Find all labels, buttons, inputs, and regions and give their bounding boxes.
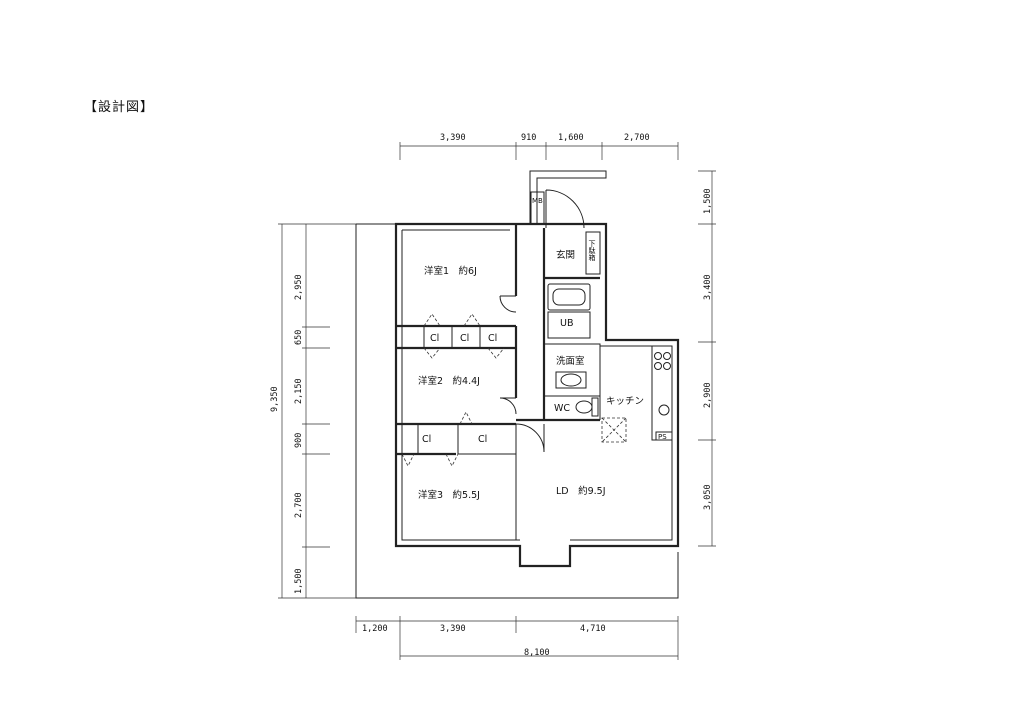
top-dimension: 3,390 910 1,600 2,700 [399,133,679,160]
dim-right-1: 1,500 [703,188,713,214]
mb-label: MB [532,197,543,205]
dim-right-2: 3,400 [703,274,713,300]
dim-right-3: 2,900 [703,382,713,408]
ub-area [547,311,591,339]
ps-label: PS [658,433,667,441]
bedroom2-door [499,397,517,415]
dim-bottom-1: 1,200 [362,624,388,634]
exterior-wall [394,222,680,568]
dim-left-total: 9,350 [270,386,280,412]
washbasin [555,371,587,389]
toilet [575,400,593,414]
room-ld: LD 約9.5J [556,485,606,497]
dim-left-2: 650 [294,330,304,345]
closet-door-marks [401,313,505,467]
dim-left-5: 2,700 [294,492,304,518]
bottom-dimension: 1,200 3,390 4,710 8,100 [355,616,679,660]
dim-bottom-3: 4,710 [580,624,606,634]
shoe-box-label: 下駄箱 [588,240,596,262]
room-bedroom3: 洋室3 約5.5J [418,489,480,501]
page-title: 【設計図】 [84,100,155,115]
room-bedroom2: 洋室2 約4.4J [418,375,480,387]
room-entrance: 玄関 [556,249,575,261]
right-dimension: 1,500 3,400 2,900 3,050 [698,170,716,547]
closet-5: Cl [478,434,487,445]
dim-top-1: 3,390 [440,133,466,143]
exterior-wall-inner [401,229,673,541]
entrance-door [545,189,585,229]
stove-icon [654,352,671,370]
dim-right-4: 3,050 [703,484,713,510]
room-kitchen: キッチン [606,396,644,407]
sink-icon [658,404,670,416]
bathtub [547,283,591,311]
dim-bottom-total: 8,100 [524,648,550,658]
balcony-outline [355,223,679,599]
closet-4: Cl [422,434,431,445]
kitchen-counter [651,345,673,441]
dim-bottom-2: 3,390 [440,624,466,634]
fridge-space [601,417,627,443]
dim-left-4: 900 [294,433,304,448]
closet-1: Cl [430,333,439,344]
room-washroom: 洗面室 [556,355,585,367]
room-wc: WC [554,403,570,414]
ld-door [515,423,545,453]
room-ub: UB [560,318,573,329]
shoe-box [585,231,601,275]
dim-top-3: 1,600 [558,133,584,143]
dim-left-1: 2,950 [294,274,304,300]
dim-top-4: 2,700 [624,133,650,143]
dim-top-2: 910 [521,133,536,143]
dim-left-6: 1,500 [294,568,304,594]
dim-left-3: 2,150 [294,378,304,404]
left-dimension: 9,350 2,950 650 2,150 900 2,700 1,500 [270,223,356,599]
ps-box [655,431,673,441]
closet-2: Cl [460,333,469,344]
closet-3: Cl [488,333,497,344]
bedroom1-door [499,295,517,313]
room-bedroom1: 洋室1 約6J [424,265,477,277]
toilet-tank [591,397,599,417]
mb-box [530,191,545,225]
mb-shaft [529,170,607,225]
